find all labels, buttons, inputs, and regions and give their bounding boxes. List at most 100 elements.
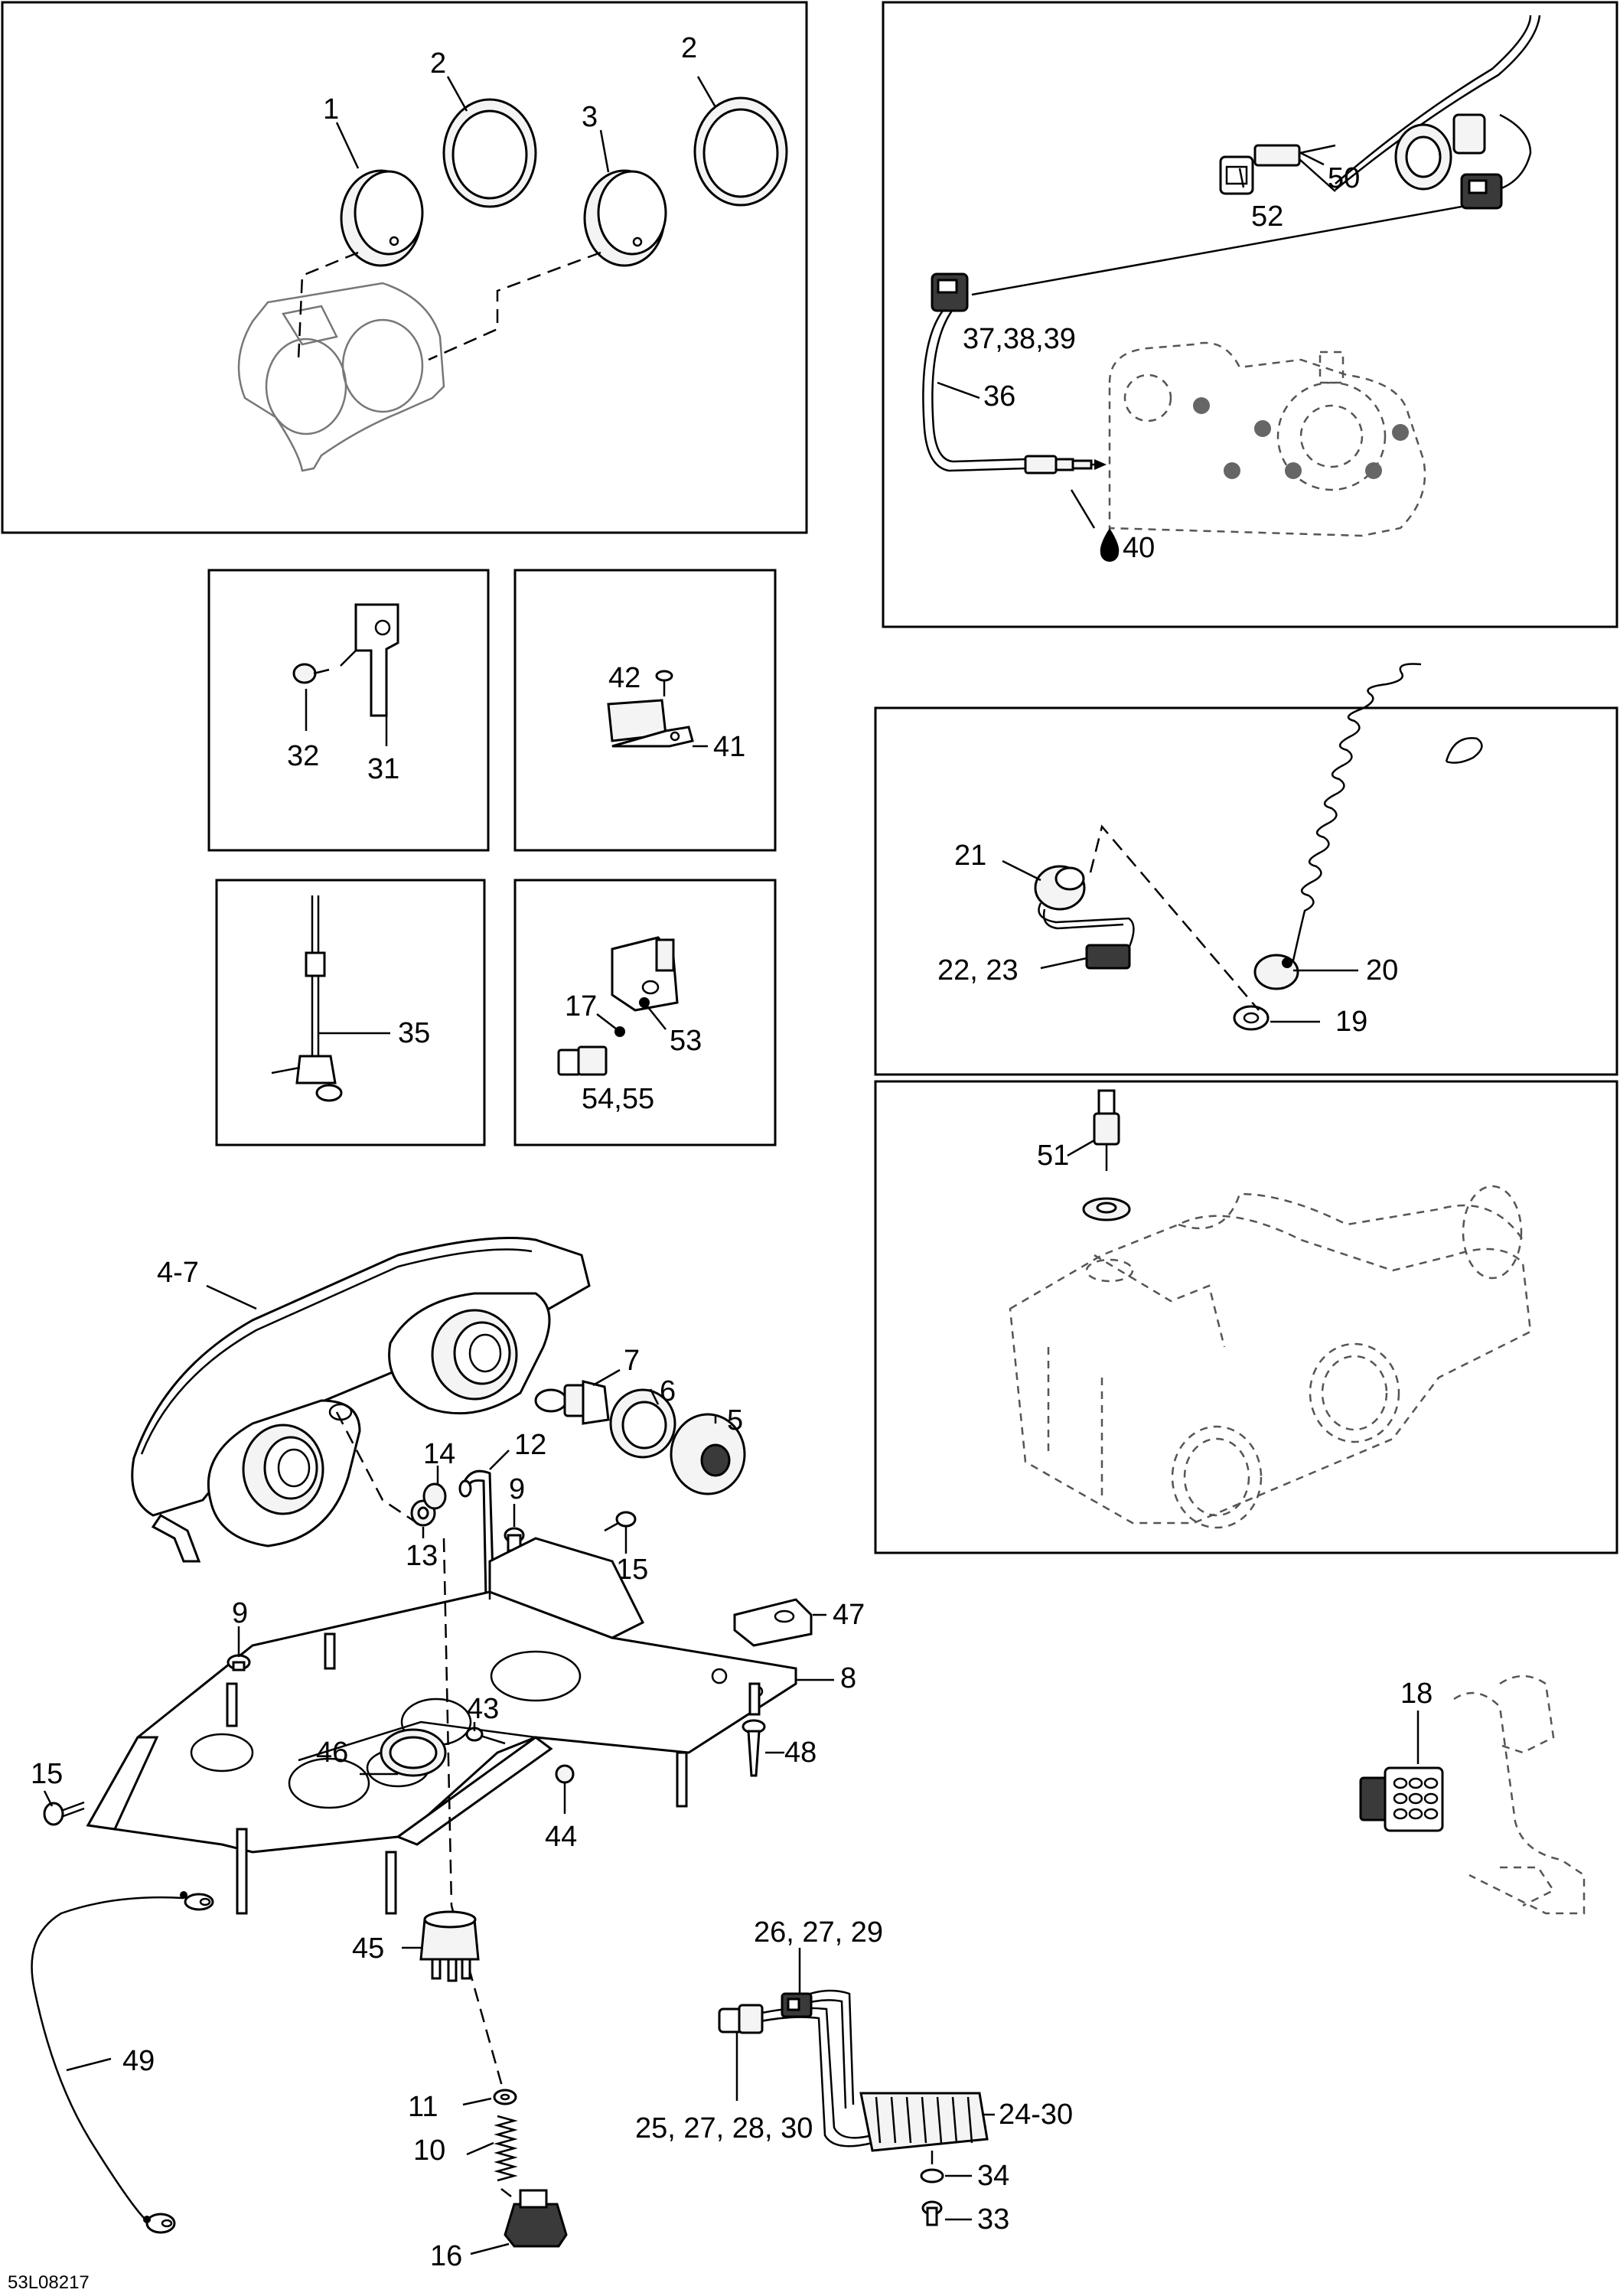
callout-40: 40 bbox=[1123, 532, 1155, 564]
callout-12: 12 bbox=[514, 1429, 546, 1461]
engine-block bbox=[1108, 341, 1426, 537]
connector-50 bbox=[1253, 144, 1336, 192]
callout-19: 19 bbox=[1335, 1006, 1367, 1038]
pin-12 bbox=[458, 1469, 495, 1601]
mounting-plate: 47 9 8 43 46 48 15 44 bbox=[31, 1537, 865, 2098]
rivet-48 bbox=[742, 1719, 766, 1777]
callout-43: 43 bbox=[467, 1693, 499, 1725]
connector-22 bbox=[1085, 944, 1131, 970]
callout-51: 51 bbox=[1037, 1140, 1069, 1172]
callout-20: 20 bbox=[1366, 954, 1398, 987]
panel-airbox: 51 bbox=[874, 1080, 1618, 1554]
panel-valve-53: 17 53 54,55 bbox=[513, 879, 777, 1146]
callout-22-23: 22, 23 bbox=[937, 954, 1019, 987]
callout-15b: 15 bbox=[31, 1758, 63, 1790]
callout-37-38-39: 37,38,39 bbox=[963, 323, 1076, 355]
washer-11: 11 bbox=[408, 2089, 517, 2123]
socket-45: 45 bbox=[352, 1910, 480, 1982]
connector-52 bbox=[1219, 155, 1254, 195]
panel-gauges: 1 2 3 2 bbox=[1, 1, 808, 534]
clip-47 bbox=[733, 1598, 813, 1647]
callout-4-7: 4-7 bbox=[157, 1257, 199, 1289]
bracket-31 bbox=[340, 603, 399, 717]
callout-48: 48 bbox=[784, 1737, 817, 1769]
screw-33 bbox=[921, 2200, 943, 2226]
screw-15a bbox=[604, 1511, 637, 1532]
valve-53 bbox=[611, 936, 679, 1012]
callout-9a: 9 bbox=[509, 1473, 525, 1505]
tether-cap-20 bbox=[1253, 954, 1299, 990]
callout-46: 46 bbox=[316, 1737, 348, 1769]
callout-35: 35 bbox=[398, 1017, 430, 1049]
clip-19 bbox=[1233, 1005, 1270, 1031]
instrument-housing bbox=[237, 282, 445, 472]
liquid-drop-icon bbox=[1100, 528, 1120, 562]
connector-37 bbox=[931, 272, 969, 312]
callout-54-55: 54,55 bbox=[582, 1083, 654, 1115]
connector-25 bbox=[718, 2004, 764, 2034]
callout-6: 6 bbox=[660, 1375, 676, 1407]
regulator-assembly: 26, 27, 29 25, 27, 28, 30 24-30 34 33 bbox=[635, 1916, 1073, 2236]
callout-13: 13 bbox=[406, 1540, 438, 1572]
callout-5: 5 bbox=[727, 1404, 743, 1437]
bulb-7 bbox=[534, 1380, 610, 1425]
knob-16: 16 bbox=[430, 2189, 568, 2272]
panel-sensor-harness: 52 50 37,38,39 36 40 bbox=[882, 1, 1618, 628]
callout-31: 31 bbox=[367, 753, 399, 785]
rubber-boot-5 bbox=[670, 1413, 746, 1495]
callout-21: 21 bbox=[954, 840, 986, 872]
callout-11: 11 bbox=[408, 2091, 438, 2123]
screw-9b bbox=[227, 1654, 251, 1671]
regulator-24 bbox=[859, 2092, 989, 2152]
callout-10: 10 bbox=[413, 2135, 445, 2167]
connector-54 bbox=[557, 1045, 608, 1076]
callout-44: 44 bbox=[545, 1821, 577, 1853]
callout-53: 53 bbox=[670, 1025, 702, 1057]
washer-34 bbox=[920, 2168, 944, 2183]
callout-42: 42 bbox=[608, 662, 641, 694]
screw-32 bbox=[292, 663, 330, 684]
sensor-51 bbox=[1093, 1089, 1120, 1171]
callout-33: 33 bbox=[977, 2203, 1009, 2236]
screw-42 bbox=[655, 670, 673, 696]
adjuster-parts: 14 13 12 9 15 bbox=[406, 1429, 648, 1601]
bezel-ring-2a bbox=[442, 98, 537, 208]
panel-tether-switch: 21 22, 23 20 19 bbox=[874, 663, 1618, 1076]
callout-16: 16 bbox=[430, 2240, 462, 2272]
callout-8: 8 bbox=[840, 1662, 856, 1694]
callout-2b: 2 bbox=[681, 32, 697, 64]
connector-18: 18 bbox=[1359, 1675, 1586, 1915]
bezel-ring-2b bbox=[693, 96, 788, 207]
grommet-51 bbox=[1082, 1197, 1131, 1221]
panel-cable-35: 35 bbox=[215, 879, 486, 1146]
callout-9b: 9 bbox=[232, 1597, 248, 1629]
cable-35 bbox=[271, 895, 343, 1102]
callout-14: 14 bbox=[423, 1438, 455, 1470]
callout-26-27-29: 26, 27, 29 bbox=[754, 1916, 883, 1949]
callout-18: 18 bbox=[1400, 1678, 1433, 1710]
air-box bbox=[1009, 1185, 1532, 1529]
oxygen-sensor-40 bbox=[1024, 455, 1107, 475]
callout-41: 41 bbox=[713, 731, 745, 763]
callout-2a: 2 bbox=[430, 47, 446, 80]
ground-wire-49: 49 bbox=[31, 1891, 214, 2234]
callout-17: 17 bbox=[565, 990, 597, 1022]
switch-21 bbox=[1034, 865, 1086, 911]
grommet-14 bbox=[422, 1482, 447, 1510]
callout-24-30: 24-30 bbox=[999, 2099, 1073, 2131]
nut-44 bbox=[555, 1764, 575, 1784]
callout-3: 3 bbox=[582, 101, 598, 133]
connector-26 bbox=[781, 1992, 813, 2018]
callout-32: 32 bbox=[287, 740, 319, 772]
sensor-socket bbox=[1394, 113, 1486, 191]
relay-41 bbox=[607, 699, 694, 748]
headlight-assembly: 4-7 7 6 5 bbox=[131, 1237, 746, 1563]
diagram-reference: 53L08217 bbox=[8, 2272, 90, 2293]
gauge-1 bbox=[340, 169, 424, 267]
callout-34: 34 bbox=[977, 2160, 1009, 2192]
callout-25-27-28-30: 25, 27, 28, 30 bbox=[635, 2112, 813, 2144]
callout-49: 49 bbox=[122, 2045, 155, 2077]
headlight-housing bbox=[131, 1237, 591, 1563]
callout-1: 1 bbox=[323, 93, 339, 126]
